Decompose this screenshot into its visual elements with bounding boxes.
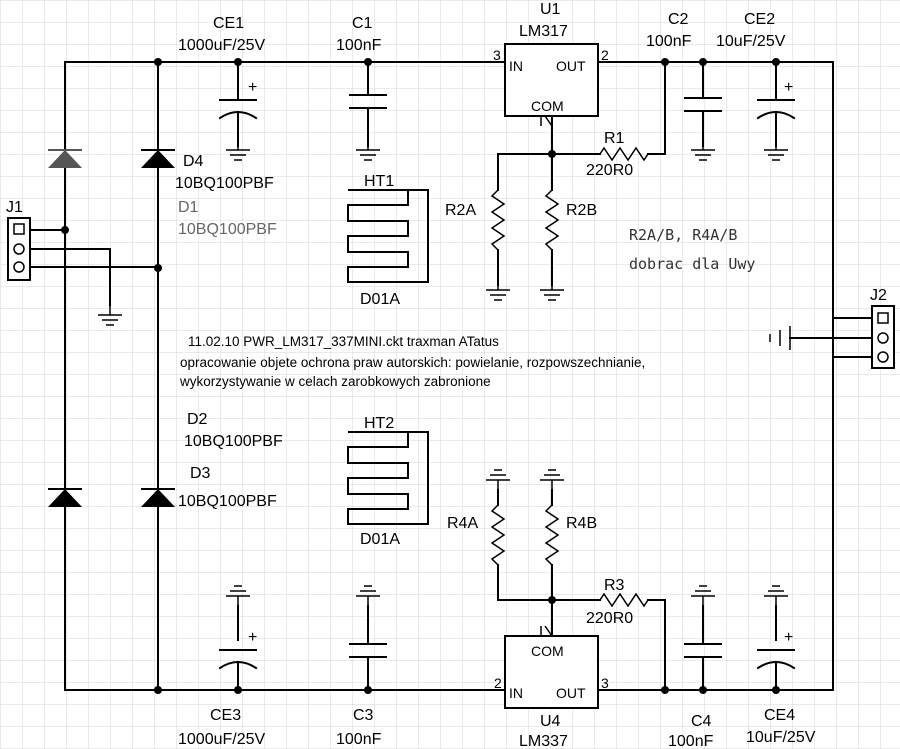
- resistor-r2b: [539, 189, 565, 301]
- title-line-3: wykorzystywanie w celach zarobkowych zab…: [179, 374, 491, 389]
- d1-value: 10BQ100PBF: [178, 221, 277, 238]
- capacitor-c2: [684, 61, 722, 161]
- u4-com-label: COM: [531, 643, 564, 659]
- ce4-ref: CE4: [764, 707, 795, 724]
- d2-ref: D2: [187, 411, 208, 428]
- r4a-ref: R4A: [447, 515, 478, 532]
- capacitor-c3: [349, 585, 387, 691]
- ce1-value: 1000uF/25V: [178, 37, 266, 54]
- resistor-r3: [599, 592, 649, 608]
- j2-ref: J2: [870, 287, 887, 304]
- u4-com-wiring: [497, 564, 666, 691]
- u1-value: LM317: [519, 23, 568, 40]
- c3-ref: C3: [353, 707, 374, 724]
- ce2-value: 10uF/25V: [716, 33, 786, 50]
- u4-out-label: OUT: [556, 685, 586, 701]
- d2-value: 10BQ100PBF: [184, 433, 283, 450]
- c3-value: 100nF: [336, 731, 382, 748]
- r1-ref: R1: [604, 130, 625, 147]
- connector-j1: [7, 217, 159, 326]
- ce4-value: 10uF/25V: [746, 729, 816, 746]
- ht1-value: D01A: [360, 291, 400, 308]
- j1-ref: J1: [6, 199, 23, 216]
- c1-value: 100nF: [336, 37, 382, 54]
- u1-com-label: COM: [531, 98, 564, 114]
- ht2-value: D01A: [360, 531, 400, 548]
- diode-d4: [141, 149, 175, 168]
- capacitor-ce4: [756, 585, 796, 691]
- d4-ref: D4: [183, 153, 204, 170]
- u1-in-label: IN: [509, 58, 523, 74]
- r1-value: 220R0: [586, 162, 633, 179]
- resistor-r4b: [539, 469, 565, 566]
- d3-value: 10BQ100PBF: [178, 493, 277, 510]
- r3-ref: R3: [604, 577, 625, 594]
- ce2-ref: CE2: [744, 11, 775, 28]
- heatsink-ht1: [347, 189, 429, 283]
- capacitor-ce3: [218, 585, 258, 691]
- capacitor-ce1: [218, 61, 258, 161]
- u1-out-label: OUT: [556, 58, 586, 74]
- note-line-1: R2A/B, R4A/B: [629, 226, 737, 244]
- d1-ref: D1: [178, 199, 199, 216]
- resistor-r1: [599, 146, 649, 162]
- ce3-ref: CE3: [210, 707, 241, 724]
- regulator-u1: [504, 43, 599, 127]
- ce2-plus: +: [784, 79, 793, 96]
- c2-ref: C2: [668, 11, 689, 28]
- c4-ref: C4: [691, 713, 712, 730]
- r3-value: 220R0: [586, 610, 633, 627]
- r4b-ref: R4B: [566, 515, 597, 532]
- title-line-1: 11.02.10 PWR_LM317_337MINI.ckt traxman A…: [188, 334, 499, 349]
- u4-in-label: IN: [509, 685, 523, 701]
- ht1-ref: HT1: [364, 173, 394, 190]
- connector-j2: [769, 305, 895, 369]
- heatsink-ht2: [347, 431, 429, 525]
- u1-pin2: 2: [601, 47, 609, 63]
- r2b-ref: R2B: [566, 202, 597, 219]
- u4-pin3: 3: [601, 675, 609, 691]
- resistor-r4a: [485, 469, 511, 566]
- ce1-plus: +: [248, 79, 257, 96]
- capacitor-c4: [684, 585, 722, 691]
- c4-value: 100nF: [668, 733, 714, 749]
- diode-d2: [48, 488, 82, 507]
- u4-ref: U4: [540, 713, 561, 730]
- u4-pin2: 2: [494, 675, 502, 691]
- title-line-2: opracowanie objete ochrona praw autorski…: [180, 355, 645, 370]
- c1-ref: C1: [352, 15, 373, 32]
- d3-ref: D3: [190, 465, 211, 482]
- u1-com-wiring: [497, 61, 666, 191]
- d4-value: 10BQ100PBF: [175, 175, 274, 192]
- capacitor-ce2: [756, 61, 796, 161]
- u4-value: LM337: [519, 733, 568, 749]
- r2a-ref: R2A: [445, 202, 476, 219]
- ht2-ref: HT2: [364, 415, 394, 432]
- note-line-2: dobrac dla Uwy: [629, 255, 755, 273]
- u1-ref: U1: [540, 1, 561, 18]
- ce1-ref: CE1: [213, 15, 244, 32]
- diode-d1: [48, 149, 82, 168]
- diode-d3: [141, 488, 175, 507]
- ce4-plus: +: [784, 629, 793, 646]
- u1-pin3: 3: [493, 47, 501, 63]
- ce3-plus: +: [248, 629, 257, 646]
- ce3-value: 1000uF/25V: [178, 731, 266, 748]
- capacitor-c1: [349, 61, 387, 161]
- resistor-r2a: [485, 189, 511, 301]
- c2-value: 100nF: [646, 33, 692, 50]
